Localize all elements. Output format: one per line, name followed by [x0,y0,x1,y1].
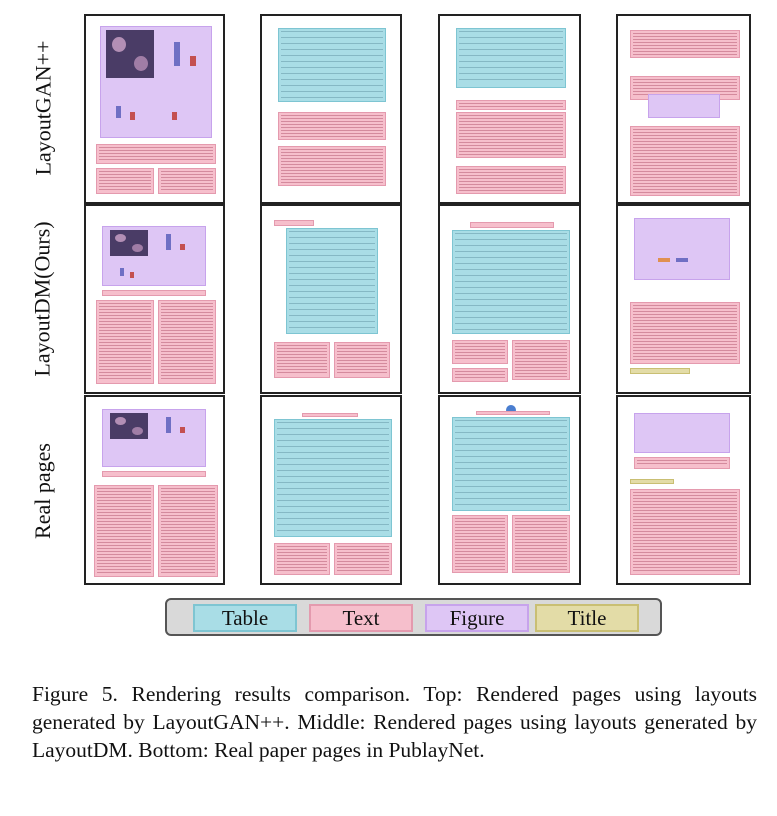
text-block [452,340,508,364]
page-thumbnail [616,395,751,585]
legend-label: Title [567,605,607,630]
chart-bar [130,112,135,120]
page-thumbnail [84,395,225,585]
chart-bar [180,427,185,433]
chart-bar [180,244,185,250]
text-block [278,112,386,140]
page-thumbnail [616,204,751,394]
text-block [470,222,554,228]
row-label-layoutgan: LayoutGAN++ [8,14,78,202]
chart-bar [130,272,134,278]
text-block [274,543,330,575]
legend-label: Table [221,605,269,630]
legend-label: Text [342,605,380,630]
table-block [456,28,566,88]
chart-bar [116,106,121,118]
text-block [96,168,154,194]
text-block [630,489,740,575]
text-block [634,457,730,469]
text-block [512,515,570,573]
legend: Table Text Figure Title [165,598,662,636]
page-thumbnail [438,204,581,394]
text-block [278,146,386,186]
text-block [334,342,390,378]
page-thumbnail [84,14,225,204]
text-block [334,543,392,575]
row-label-text: LayoutDM(Ours) [30,221,56,377]
brain-image [106,30,154,78]
text-block [630,30,740,58]
table-block [452,417,570,511]
brain-image [110,413,148,439]
table-block [452,230,570,334]
chart-bar [166,234,171,250]
page-thumbnail [260,14,402,204]
text-block [102,471,206,477]
page-thumbnail [616,14,751,204]
page-thumbnail [438,395,581,585]
figure-block [102,226,206,286]
text-block [452,515,508,573]
chart-bar [172,112,177,120]
text-block [302,413,358,417]
text-block [630,302,740,364]
text-block [96,144,216,164]
text-block [158,485,218,577]
row-label-layoutdm: LayoutDM(Ours) [8,203,78,395]
chart-bar [166,417,171,433]
text-block [630,126,740,196]
page-thumbnail [438,14,581,204]
text-block [274,220,314,226]
chart-bar [658,258,670,262]
figure-block [648,94,720,118]
text-block [456,112,566,158]
chart-bar [676,258,688,262]
text-block [274,342,330,378]
legend-label: Figure [449,605,505,630]
table-block [278,28,386,102]
figure-block [634,218,730,280]
legend-item-title: Title [535,604,639,632]
legend-item-figure: Figure [425,604,529,632]
legend-item-text: Text [309,604,413,632]
text-block [96,300,154,384]
text-block [102,290,206,296]
chart-bar [190,56,196,66]
page-thumbnail [260,204,402,394]
figure-caption: Figure 5. Rendering results comparison. … [32,682,757,762]
chart-bar [174,42,180,66]
text-block [512,340,570,380]
chart-bar [120,268,124,276]
text-block [452,368,508,382]
figure-block [634,413,730,453]
row-label-text: Real pages [30,443,55,539]
text-block [456,166,566,194]
title-block [630,368,690,374]
text-block [158,168,216,194]
header-logo [506,405,516,415]
legend-item-table: Table [193,604,297,632]
row-label-real: Real pages [8,395,78,587]
text-block [158,300,216,384]
brain-image [110,230,148,256]
table-block [286,228,378,334]
text-block [94,485,154,577]
table-block [274,419,392,537]
text-block [456,100,566,110]
text-block [476,411,550,415]
page-thumbnail [84,204,225,394]
title-block [630,479,674,484]
row-label-text: LayoutGAN++ [30,40,56,176]
page-thumbnail [260,395,402,585]
